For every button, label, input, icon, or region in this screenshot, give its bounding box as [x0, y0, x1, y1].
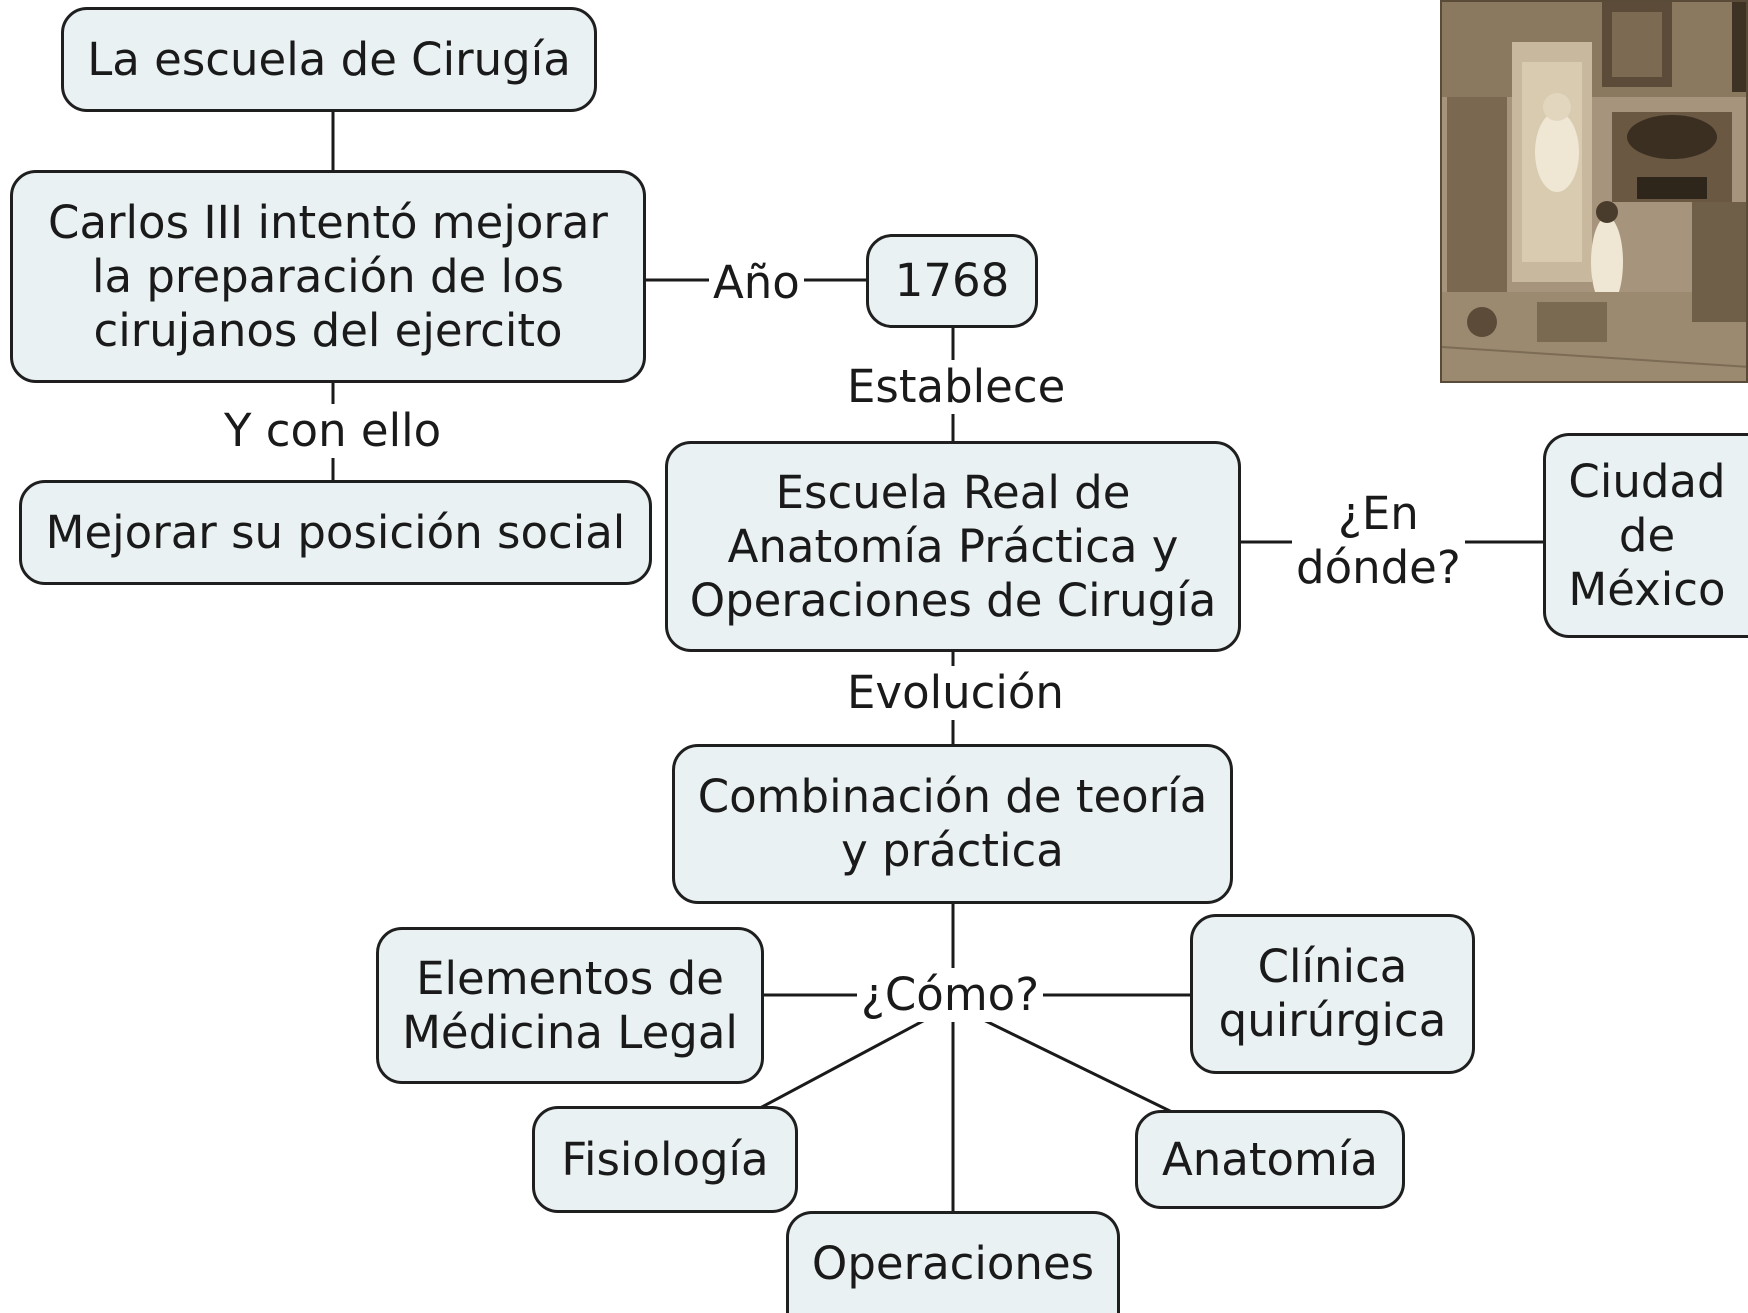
node-clinica-quirurgica: Clínica quirúrgica [1190, 914, 1475, 1074]
line-como-anatomia [952, 1003, 1173, 1114]
node-carlos-iii: Carlos III intentó mejorar la preparació… [10, 170, 646, 383]
node-fisiologia: Fisiología [532, 1106, 798, 1213]
line-como-fisiologia [759, 1003, 954, 1110]
link-label-evolucion: Evolución [843, 666, 1068, 720]
node-escuela-cirugia: La escuela de Cirugía [61, 7, 597, 112]
node-operaciones: Operaciones [786, 1211, 1120, 1313]
link-label-y-con-ello: Y con ello [220, 404, 446, 458]
node-medicina-legal: Elementos de Médicina Legal [376, 927, 764, 1084]
historical-engraving-image [1440, 0, 1748, 383]
link-label-como: ¿Cómo? [857, 968, 1044, 1022]
link-label-anio: Año [709, 256, 804, 310]
link-label-establece: Establece [843, 360, 1070, 414]
node-ciudad-mexico: Ciudad de México [1543, 433, 1748, 638]
node-1768: 1768 [866, 234, 1038, 328]
node-mejorar-posicion: Mejorar su posición social [19, 480, 652, 585]
node-escuela-real: Escuela Real de Anatomía Práctica y Oper… [665, 441, 1241, 652]
node-anatomia: Anatomía [1135, 1110, 1405, 1209]
engraving-drawing [1442, 2, 1746, 381]
link-label-en-donde: ¿En dónde? [1292, 487, 1465, 595]
node-combinacion: Combinación de teoría y práctica [672, 744, 1233, 904]
